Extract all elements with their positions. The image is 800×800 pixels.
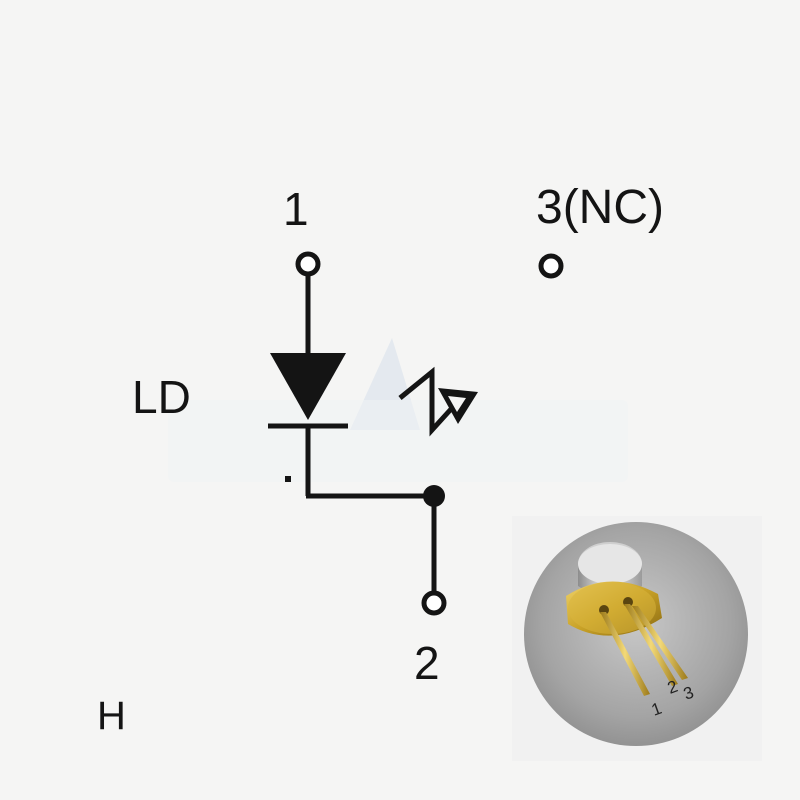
polarity-dot	[285, 476, 291, 482]
variant-label: H	[97, 694, 126, 738]
pin1-label: 1	[283, 183, 309, 235]
light-emission-arrow-icon	[398, 366, 478, 437]
watermark-logo	[168, 338, 628, 482]
pin2-label: 2	[414, 637, 440, 689]
package-leads	[600, 604, 688, 696]
product-photo: 1 2 3	[512, 516, 762, 761]
component-label: LD	[132, 371, 191, 423]
laser-diode-package-illustration: 1 2 3	[524, 522, 748, 746]
pin3-label: 3(NC)	[536, 181, 664, 234]
pin1-terminal	[295, 251, 321, 277]
pin3-terminal	[538, 253, 564, 279]
laser-diode-symbol-icon	[270, 353, 346, 420]
pin2-terminal	[421, 590, 447, 616]
